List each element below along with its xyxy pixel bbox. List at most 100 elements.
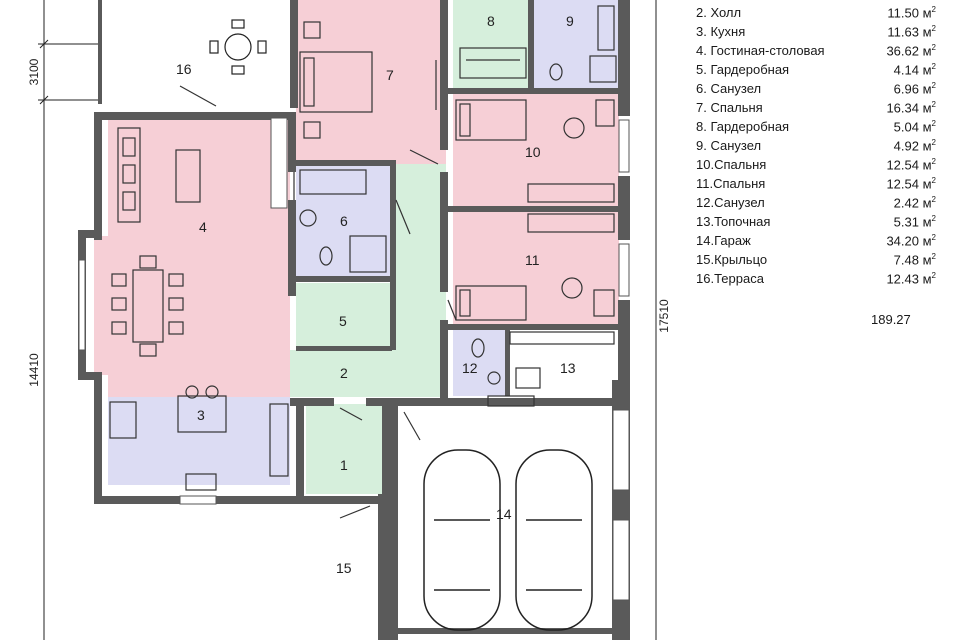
wall <box>296 398 304 504</box>
bed-11 <box>455 213 615 321</box>
door-swings <box>179 60 457 519</box>
toilet-6 <box>319 246 333 266</box>
wall <box>618 300 630 380</box>
window <box>612 519 630 601</box>
desk-11 <box>593 289 615 317</box>
room-fill-16 <box>100 0 290 108</box>
bath-sink-6 <box>299 209 317 227</box>
window <box>612 409 630 491</box>
wall <box>94 496 388 504</box>
floor-plan: 16 4 3 7 8 9 6 5 2 1 10 11 12 13 14 15 3… <box>27 0 671 640</box>
room-fills <box>94 0 619 640</box>
wall <box>528 0 534 88</box>
room-number-7: 7 <box>386 67 394 83</box>
room-fill-13 <box>510 330 619 396</box>
room-number-13: 13 <box>560 360 576 376</box>
total-area: 189.27 <box>871 312 911 327</box>
legend-label: 4. Гостиная-столовая <box>696 43 825 58</box>
kitchen-island <box>177 385 227 433</box>
legend-row: 9. Санузел 4.92 м2 <box>696 138 936 156</box>
room-number-16: 16 <box>176 61 192 77</box>
legend-row: 12.Санузел 2.42 м2 <box>696 195 936 213</box>
sofa <box>117 127 141 223</box>
window <box>270 117 288 209</box>
room-number-2: 2 <box>340 365 348 381</box>
wall <box>440 0 448 150</box>
room-number-15: 15 <box>336 560 352 576</box>
room-fill-10 <box>453 94 619 206</box>
dim-left-main: 14410 <box>27 353 41 387</box>
wall <box>296 346 392 351</box>
legend-row: 16.Терраса 12.43 м2 <box>696 271 936 289</box>
desk-10 <box>595 99 615 127</box>
kitchen-counter <box>269 403 289 477</box>
legend-area: 11.63 м2 <box>887 24 936 40</box>
legend-row: 5. Гардеробная 4.14 м2 <box>696 62 936 80</box>
chair-10 <box>563 117 585 139</box>
wall <box>390 160 396 350</box>
wall <box>618 176 630 240</box>
bed-7 <box>299 21 373 139</box>
wall <box>94 372 102 504</box>
legend-area: 7.48 м2 <box>893 252 936 268</box>
bathtub <box>299 169 367 195</box>
legend-area: 34.20 м2 <box>886 233 936 249</box>
kitchen-sink <box>185 473 217 491</box>
legend-area: 36.62 м2 <box>886 43 936 59</box>
car-right <box>515 449 593 631</box>
room-fill-6 <box>296 164 392 276</box>
legend-label: 5. Гардеробная <box>696 62 790 77</box>
room-number-3: 3 <box>197 407 205 423</box>
room-fill-12 <box>453 330 505 396</box>
room-number-12: 12 <box>462 360 478 376</box>
room-labels: 16 4 3 7 8 9 6 5 2 1 10 11 12 13 14 15 <box>176 13 576 576</box>
bed-10 <box>455 99 615 203</box>
room-fill-8 <box>453 0 533 88</box>
wall <box>618 0 630 116</box>
wall <box>78 372 100 380</box>
legend-row: 14.Гараж 34.20 м2 <box>696 233 936 251</box>
room-number-9: 9 <box>566 13 574 29</box>
wall <box>290 0 298 108</box>
wall <box>98 0 102 104</box>
room-fill-15 <box>290 500 382 640</box>
room-fill-1 <box>306 404 390 494</box>
kitchen-counter <box>109 401 137 439</box>
legend-label: 9. Санузел <box>696 138 762 153</box>
legend-label: 13.Топочная <box>696 214 771 229</box>
window <box>618 119 630 173</box>
room-number-5: 5 <box>339 313 347 329</box>
windows <box>78 117 630 601</box>
legend-row: 8. Гардеробная 5.04 м2 <box>696 119 936 137</box>
dim-right-total: 17510 <box>657 299 671 333</box>
wardrobe-8 <box>459 47 527 79</box>
wall <box>288 112 296 172</box>
legend-row: 11.Спальня 12.54 м2 <box>696 176 936 194</box>
legend-label: 15.Крыльцо <box>696 252 768 267</box>
legend-label: 12.Санузел <box>696 195 765 210</box>
room-fill-9 <box>533 0 619 88</box>
legend-row: 2. Холл 11.50 м2 <box>696 5 936 23</box>
wall <box>94 112 294 120</box>
legend-row: 7. Спальня 16.34 м2 <box>696 100 936 118</box>
terrace-table <box>209 19 267 75</box>
legend-area: 2.42 м2 <box>893 195 936 211</box>
room-number-10: 10 <box>525 144 541 160</box>
room-fill-4 <box>94 118 290 397</box>
legend-area: 16.34 м2 <box>886 100 936 116</box>
chair-11 <box>561 277 583 299</box>
legend-label: 14.Гараж <box>696 233 751 248</box>
sink-12 <box>487 371 501 385</box>
wall <box>378 494 390 640</box>
legend-area: 5.04 м2 <box>893 119 936 135</box>
wall <box>505 330 510 396</box>
room-number-14: 14 <box>496 506 512 522</box>
legend-area: 12.54 м2 <box>886 157 936 173</box>
legend-row: 4. Гостиная-столовая 36.62 м2 <box>696 43 936 61</box>
room-fill-11 <box>453 212 619 324</box>
appliances-12-13 <box>487 395 535 407</box>
dim-left-top: 3100 <box>27 58 41 85</box>
room-number-11: 11 <box>525 252 540 268</box>
legend-area: 12.54 м2 <box>886 176 936 192</box>
wall <box>290 398 334 406</box>
